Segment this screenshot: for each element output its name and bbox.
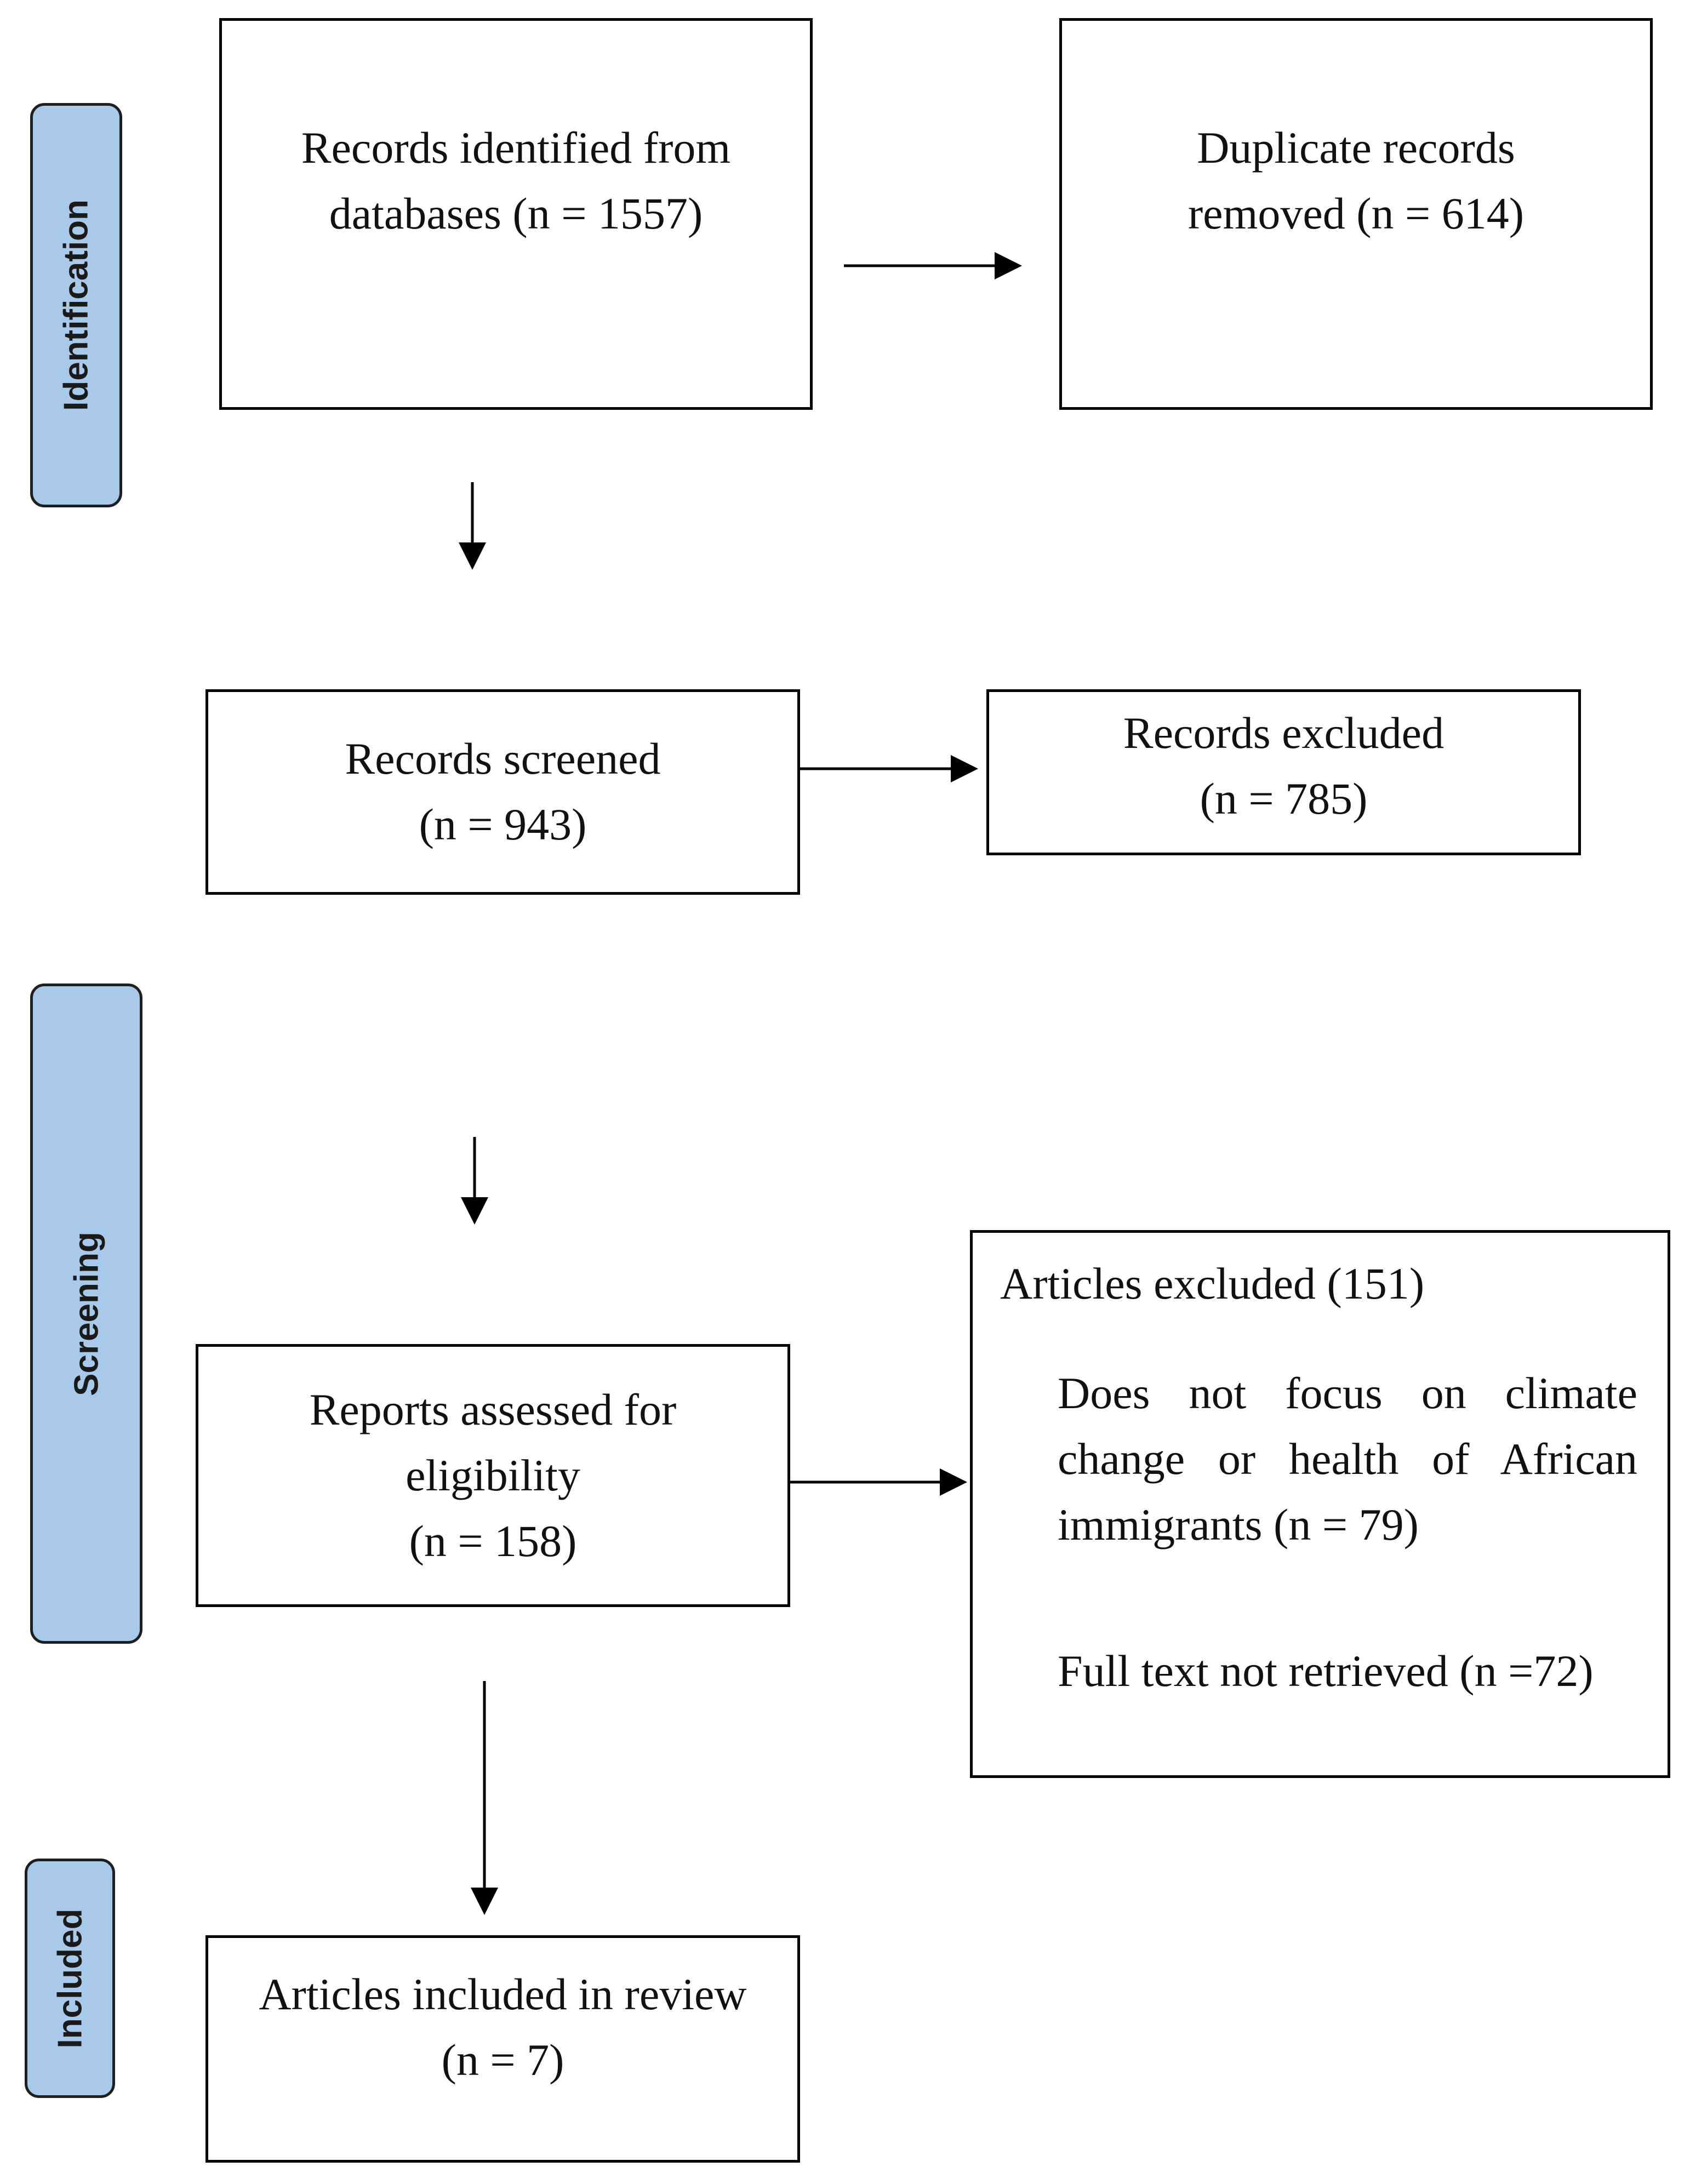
articles-included-box: Articles included in review (n = 7) — [205, 1935, 800, 2163]
records-excluded-line1: Records excluded — [1123, 708, 1445, 758]
records-screened-line1: Records screened — [345, 734, 661, 784]
exclusion-reason-2: Full text not retrieved (n =72) — [1058, 1646, 1594, 1696]
reports-assessed-line1: Reports assessed for — [309, 1385, 677, 1434]
stage-identification: Identification — [30, 103, 122, 507]
articles-included-line1: Articles included in review — [259, 1969, 747, 2019]
stage-included: Included — [25, 1859, 115, 2098]
articles-excluded-box: Articles excluded (151) Does not focus o… — [970, 1230, 1670, 1778]
records-screened-box: Records screened (n = 943) — [205, 689, 800, 895]
records-excluded-line2: (n = 785) — [1200, 774, 1368, 824]
exclusion-reason-1-line1: Does not focus on climate — [1058, 1368, 1637, 1418]
duplicates-removed-box: Duplicate records removed (n = 614) — [1059, 18, 1653, 410]
records-identified-line1: Records identified from — [301, 123, 731, 173]
duplicates-removed-line1: Duplicate records — [1197, 123, 1515, 173]
records-screened-line2: (n = 943) — [419, 799, 587, 849]
stage-screening: Screening — [30, 984, 142, 1644]
records-identified-line2: databases (n = 1557) — [329, 188, 703, 238]
reports-assessed-box: Reports assessed for eligibility (n = 15… — [196, 1344, 790, 1607]
records-excluded-box: Records excluded (n = 785) — [986, 689, 1581, 855]
articles-included-line2: (n = 7) — [441, 2035, 564, 2085]
reports-assessed-line2: eligibility — [406, 1450, 580, 1500]
articles-excluded-heading: Articles excluded (151) — [1000, 1259, 1425, 1308]
exclusion-reason-1-line3: immigrants (n = 79) — [1058, 1500, 1419, 1550]
duplicates-removed-line2: removed (n = 614) — [1187, 188, 1525, 238]
records-identified-box: Records identified from databases (n = 1… — [219, 18, 813, 410]
exclusion-reason-1-line2: change or health of African — [1058, 1434, 1637, 1484]
reports-assessed-line3: (n = 158) — [409, 1516, 577, 1566]
